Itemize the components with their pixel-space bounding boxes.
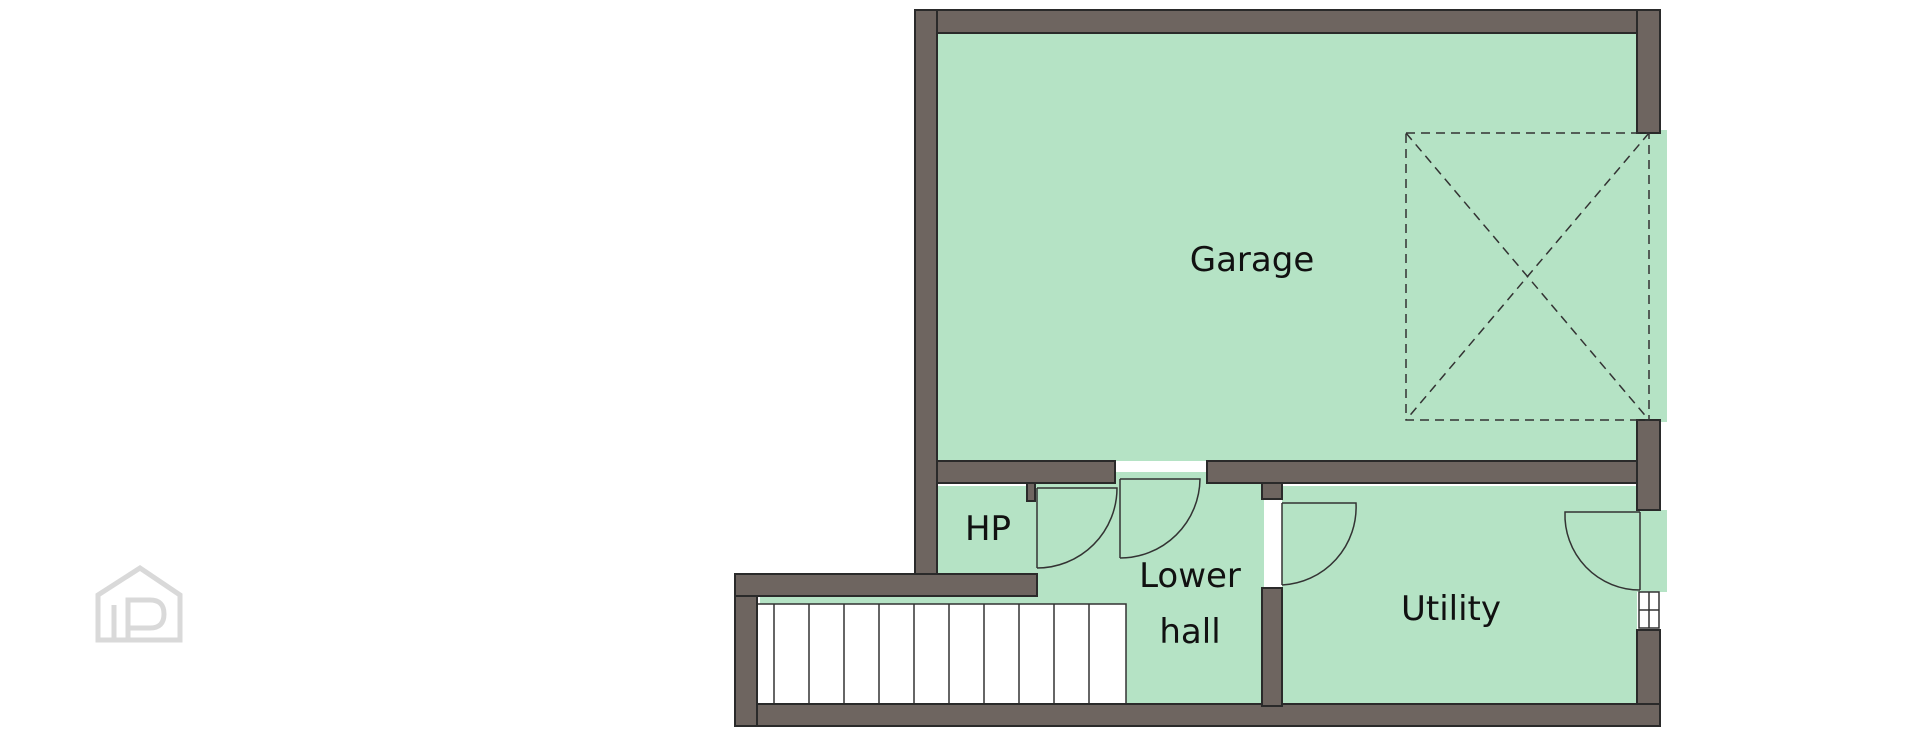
door-swings xyxy=(1036,478,1641,591)
stair-block xyxy=(739,603,1127,705)
interior-wall-hp-right xyxy=(1026,482,1036,502)
door-garage-icon xyxy=(1119,478,1201,559)
garage-door-dashed-x-icon xyxy=(1405,132,1650,421)
utility-door-opening xyxy=(1637,510,1667,592)
garage-floor xyxy=(937,33,1637,461)
garage-door-opening xyxy=(1637,130,1667,422)
stair-top-wall xyxy=(734,573,1038,597)
room-label-lower-hall-line1: Lower xyxy=(1139,556,1241,596)
interior-wall-garage-left xyxy=(936,460,1116,484)
outer-wall-right-middle xyxy=(1636,419,1661,511)
outer-wall-top xyxy=(914,9,1661,34)
utility-wall-left xyxy=(1261,587,1283,707)
door-hp-icon xyxy=(1036,487,1118,569)
door-utility-icon xyxy=(1281,502,1357,586)
door-utility-external-icon xyxy=(1564,511,1641,591)
watermark-logo-icon xyxy=(95,565,183,643)
utility-wall-left-stub xyxy=(1261,482,1283,500)
hp-floor xyxy=(937,486,1032,574)
room-label-lower-hall-line2: hall xyxy=(1159,612,1220,652)
stair-treads xyxy=(773,604,1090,704)
room-label-hp: HP xyxy=(965,509,1011,549)
outer-wall-left-upper xyxy=(914,9,938,577)
room-label-garage: Garage xyxy=(1190,240,1315,280)
room-label-utility: Utility xyxy=(1401,589,1501,629)
outer-wall-bottom xyxy=(734,703,1661,727)
window-icon xyxy=(1638,591,1660,629)
outer-wall-right-top xyxy=(1636,9,1661,134)
utility-floor xyxy=(1282,486,1637,704)
interior-wall-garage-right xyxy=(1206,460,1638,484)
staircase xyxy=(739,603,1127,705)
walls xyxy=(734,9,1661,727)
